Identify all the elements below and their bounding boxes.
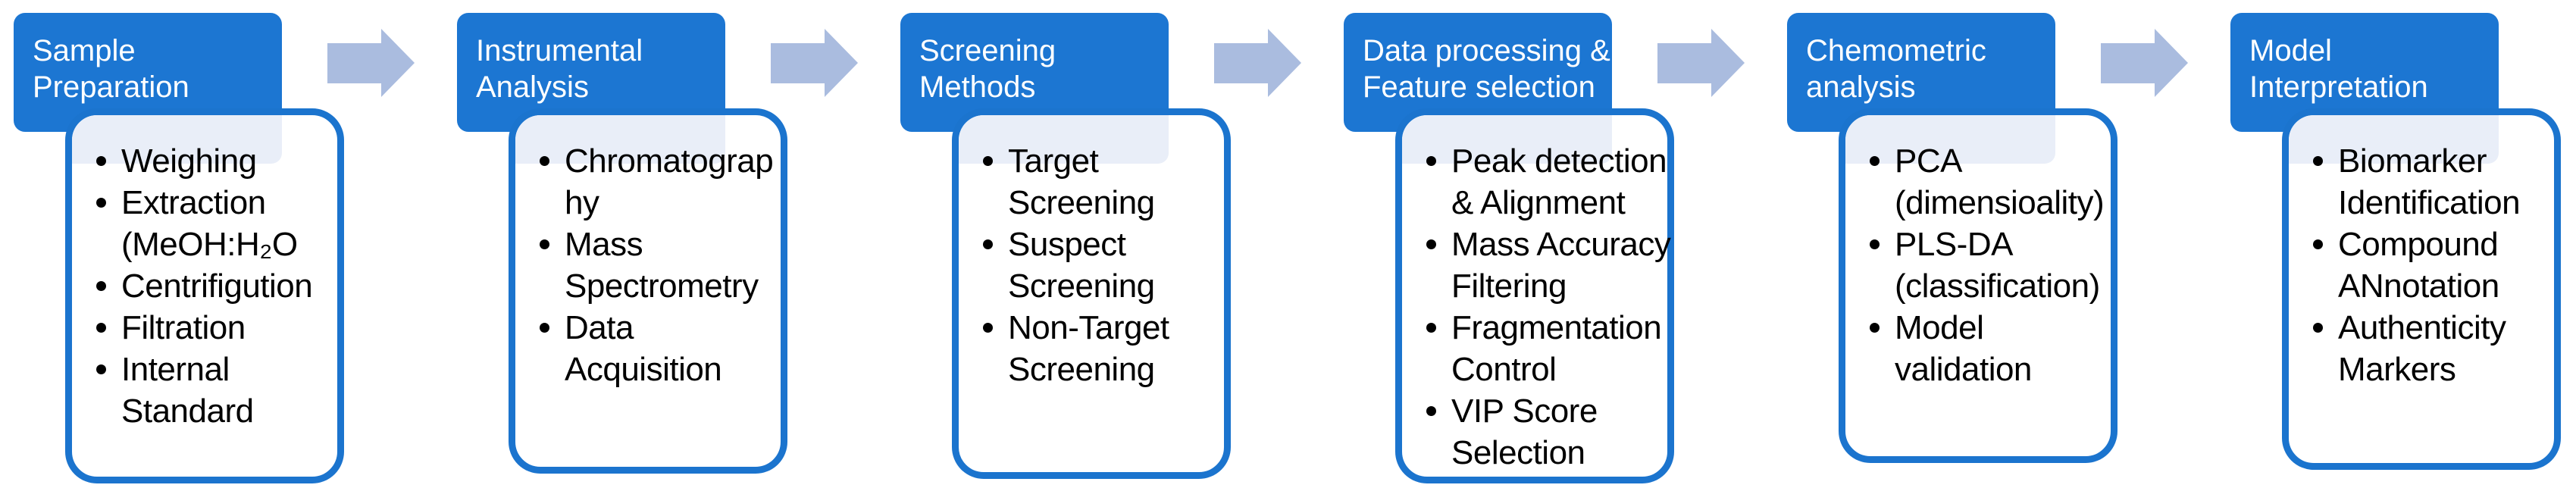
bullet-line: Control — [1451, 351, 1557, 388]
bullet-item: Centrifigution — [96, 265, 333, 307]
stage-title-line: Feature selection — [1363, 70, 1595, 104]
bullet-item: PLS-DA (classification) — [1870, 224, 2106, 307]
bullet-line: Model — [1895, 309, 1984, 346]
header-overlap-highlight — [72, 115, 282, 164]
stage-title-line: Preparation — [33, 70, 189, 104]
arrow-right-icon — [1214, 29, 1301, 97]
header-overlap-highlight — [515, 115, 725, 164]
arrow-right-icon — [327, 29, 415, 97]
stage-title-line: Screening — [919, 34, 1056, 67]
stage-title-line: Model — [2249, 34, 2332, 67]
arrow-right-icon — [771, 29, 858, 97]
bullet-item: Chromatograp hy — [540, 140, 776, 224]
bullet-line: Peak detection — [1451, 142, 1667, 180]
bullet-line: Acquisition — [565, 351, 722, 388]
bullet-line: (dimensioality) — [1895, 184, 2105, 221]
bullet-line: Non-Target — [1008, 309, 1169, 346]
stage-content-box: PCA (dimensioality) PLS-DA (classification)… — [1839, 108, 2117, 463]
bullet-line: Suspect — [1008, 226, 1126, 263]
bullet-line: Target — [1008, 142, 1099, 180]
bullet-line: Filtration — [121, 309, 246, 346]
bullet-line: Filtering — [1451, 267, 1567, 305]
bullet-item: Extraction (MeOH:H₂O — [96, 182, 333, 265]
bullet-line: Screening — [1008, 267, 1155, 305]
bullet-line: PCA — [1895, 142, 1962, 180]
bullet-line: hy — [565, 184, 599, 221]
header-overlap-highlight — [1402, 115, 1612, 164]
stage-title-line: Instrumental — [476, 34, 643, 67]
bullet-line: Screening — [1008, 184, 1155, 221]
bullet-line: Mass — [565, 226, 643, 263]
stage-header: Data processing &Feature selection — [1344, 13, 1612, 132]
bullet-line: validation — [1895, 351, 2032, 388]
bullet-line: Authenticity — [2338, 309, 2506, 346]
stage-bullet-list: PCA (dimensioality) PLS-DA (classification)… — [1845, 115, 2111, 390]
bullet-line: & Alignment — [1451, 184, 1626, 221]
stage-title-line: Methods — [919, 70, 1036, 104]
bullet-line: Compound — [2338, 226, 2499, 263]
bullet-line: Fragmentation — [1451, 309, 1662, 346]
bullet-line: Screening — [1008, 351, 1155, 388]
bullet-line: Standard — [121, 393, 254, 430]
arrow-right-icon — [2101, 29, 2188, 97]
bullet-item: Filtration — [96, 307, 333, 349]
bullet-line: Selection — [1451, 434, 1585, 471]
bullet-line: Markers — [2338, 351, 2456, 388]
bullet-line: Internal — [121, 351, 230, 388]
arrow-right-icon — [1657, 29, 1745, 97]
bullet-line: ANnotation — [2338, 267, 2499, 305]
stage-title-line: Sample — [33, 34, 136, 67]
bullet-item: PCA (dimensioality) — [1870, 140, 2106, 224]
bullet-line: Spectrometry — [565, 267, 759, 305]
header-overlap-highlight — [2289, 115, 2499, 164]
bullet-line: Biomarker — [2338, 142, 2487, 180]
bullet-item: Weighing — [96, 140, 333, 182]
bullet-line: Centrifigution — [121, 267, 313, 305]
header-overlap-highlight — [959, 115, 1169, 164]
bullet-line: (MeOH:H₂O — [121, 226, 298, 263]
stage-title-line: Interpretation — [2249, 70, 2428, 104]
stage-title-line: analysis — [1806, 70, 1916, 104]
bullet-item: Peak detection & Alignment — [1426, 140, 1667, 224]
bullet-line: VIP Score — [1451, 393, 1598, 430]
bullet-line: Data — [565, 309, 634, 346]
bullet-line: PLS-DA — [1895, 226, 2013, 263]
bullet-line: Weighing — [121, 142, 257, 180]
stage-title-line: Analysis — [476, 70, 589, 104]
bullet-item: Model validation — [1870, 307, 2106, 390]
bullet-line: Extraction — [121, 184, 266, 221]
stage-title-line: Chemometric — [1806, 34, 1986, 67]
bullet-line: Identification — [2338, 184, 2521, 221]
stage-title-line: Data processing & — [1363, 34, 1610, 67]
header-overlap-highlight — [1845, 115, 2055, 164]
bullet-line: Chromatograp — [565, 142, 774, 180]
bullet-line: Mass Accuracy — [1451, 226, 1671, 263]
bullet-line: (classification) — [1895, 267, 2100, 305]
